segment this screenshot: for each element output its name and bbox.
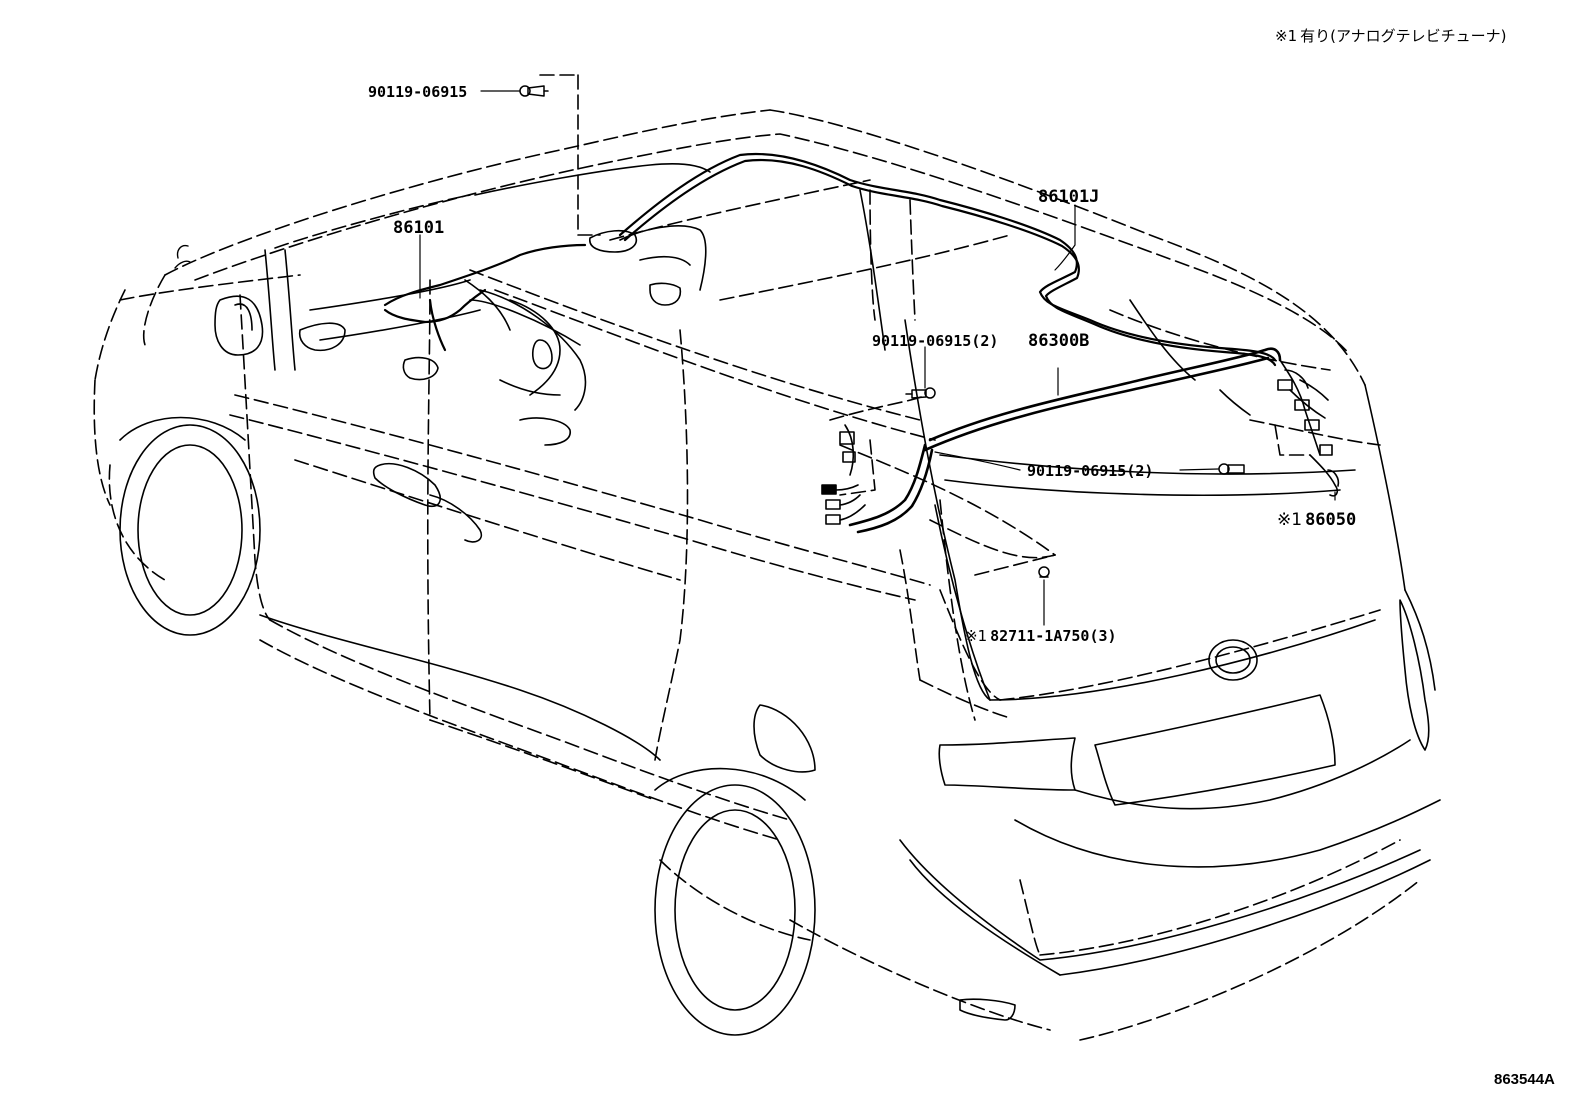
clamp-icon <box>1038 566 1050 578</box>
bolt-icon-top <box>519 85 549 97</box>
callout-tuner-number: 86050 <box>1305 510 1357 530</box>
callout-antenna: 86300B <box>1028 331 1090 351</box>
leader-lines <box>419 90 1336 626</box>
callout-clamp-number: 82711-1A750(3) <box>990 627 1117 645</box>
tuner-module-86050 <box>1277 359 1340 497</box>
legend-text: 有り(アナログテレビチューナ) <box>1300 27 1507 45</box>
front-harness-86101 <box>383 243 587 352</box>
roof-harness-86101J <box>618 153 1277 367</box>
callout-bolt-top: 90119-06915 <box>368 83 468 101</box>
figure-code: 863544A <box>1494 1071 1555 1088</box>
vehicle-body-solid <box>119 163 1441 1036</box>
callout-bolt-roof: 90119-06915(2) <box>872 332 999 350</box>
callout-harness-roof: 86101J <box>1038 187 1100 207</box>
callout-tuner-mark: ※1 <box>1277 510 1303 530</box>
antenna-cable-86300B <box>848 347 1282 534</box>
vehicle-body-outline <box>93 74 1421 1041</box>
legend-mark: ※1 <box>1275 27 1298 45</box>
bolt-icon-rear <box>1218 463 1245 475</box>
bolt-icon-roof <box>905 387 936 399</box>
callout-bolt-rear: 90119-06915(2) <box>1027 462 1154 480</box>
connector-cluster-left <box>821 424 866 525</box>
side-marker-icon <box>174 244 191 269</box>
callout-harness-front: 86101 <box>393 218 445 238</box>
callout-clamp-mark: ※1 <box>965 627 988 645</box>
